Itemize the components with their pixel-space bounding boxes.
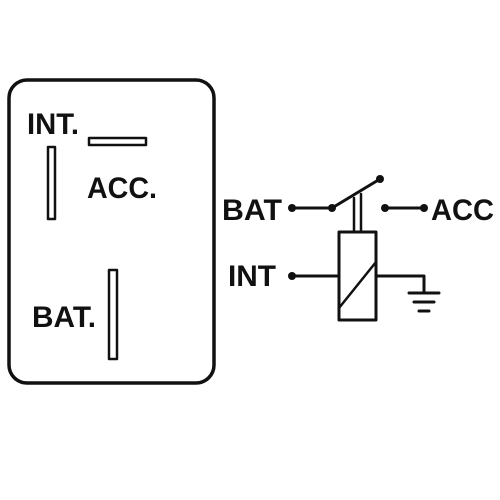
acc-terminal-label: ACC xyxy=(431,194,494,227)
relay-schematic: BAT ACC INT xyxy=(222,175,494,322)
int-pin-label: INT. xyxy=(27,108,79,141)
acc-pin-label: ACC. xyxy=(87,172,157,205)
bat-pin-slot xyxy=(107,268,119,361)
relay-body-outline xyxy=(7,78,216,385)
bat-pin-label: BAT. xyxy=(32,301,96,334)
switch-blade xyxy=(330,177,382,210)
ground-symbol-icon xyxy=(407,291,441,313)
bat-terminal-label: BAT xyxy=(222,194,282,227)
coil-diagonal xyxy=(337,260,378,310)
int-pin-slot xyxy=(87,136,148,147)
ground-wire xyxy=(374,274,426,294)
switch-blade-tip-dot xyxy=(376,175,384,183)
int-terminal-label: INT xyxy=(228,260,276,293)
acc-pin-slot xyxy=(46,145,57,221)
relay-face: INT. ACC. BAT. xyxy=(7,78,216,385)
acc-terminal-dot xyxy=(420,204,428,212)
